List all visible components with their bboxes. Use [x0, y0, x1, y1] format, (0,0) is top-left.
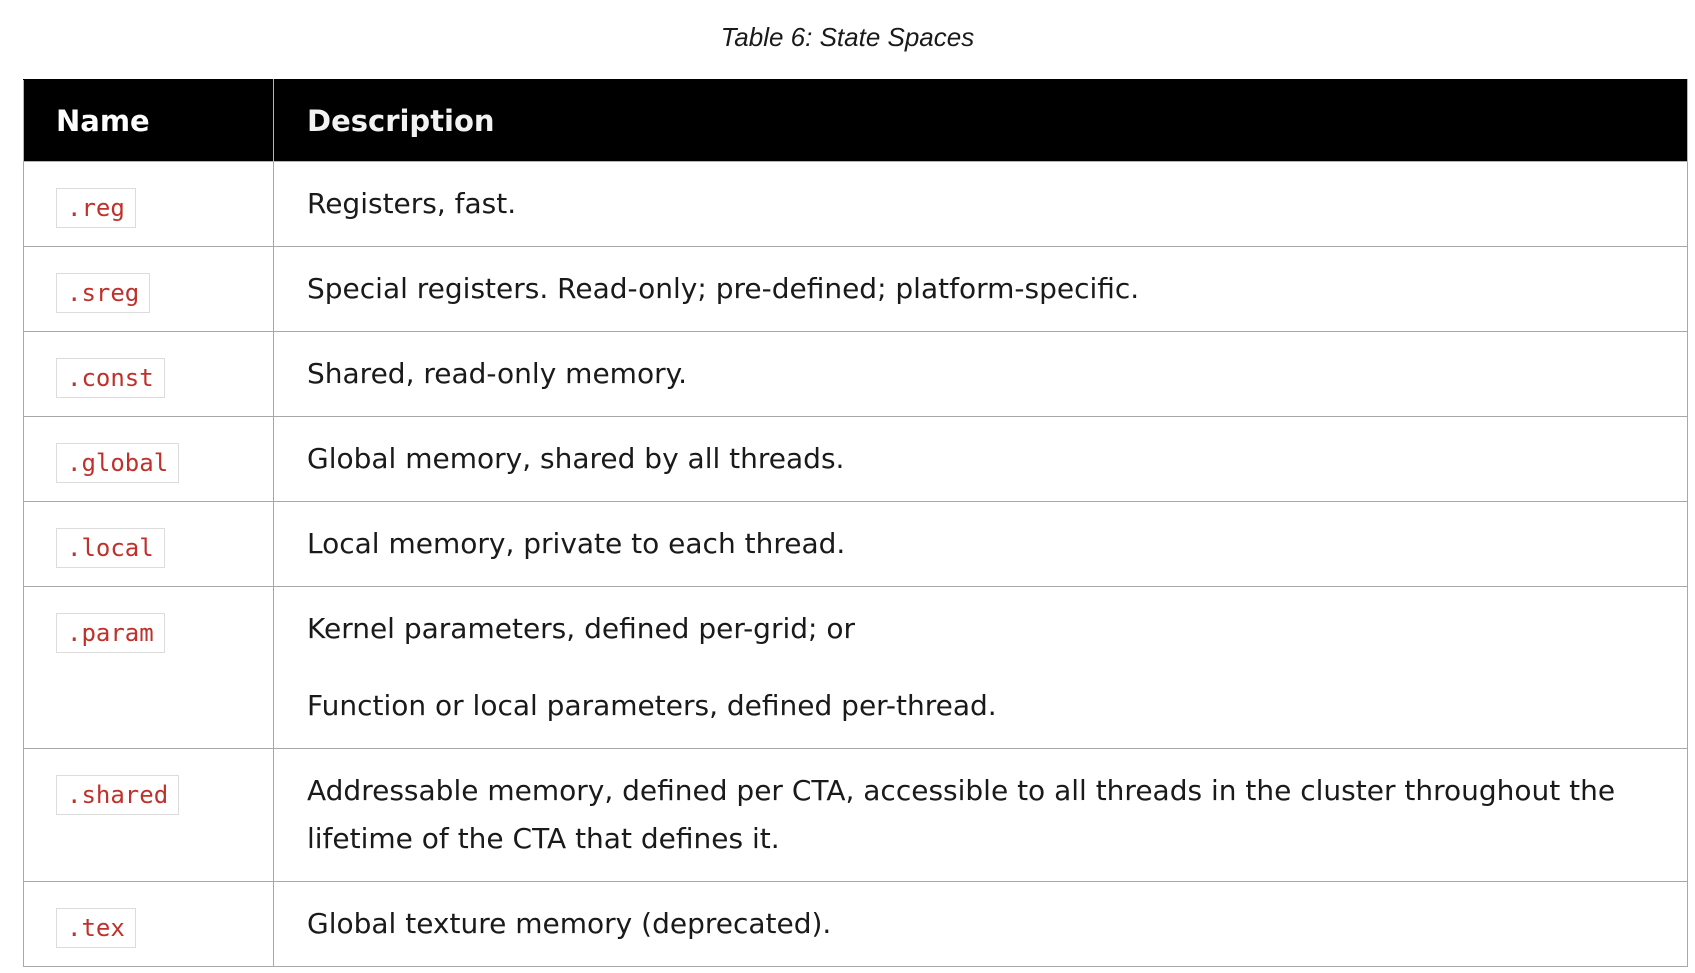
description-text: Global texture memory (deprecated). [307, 907, 832, 940]
name-cell: .shared [23, 748, 274, 882]
description-cell: Global texture memory (deprecated). [273, 881, 1688, 967]
table-header: Name Description [23, 79, 1688, 162]
table-row: .global Global memory, shared by all thre… [23, 416, 1688, 502]
description-text: Kernel parameters, defined per-grid; or [307, 612, 855, 645]
state-space-code: .shared [56, 775, 180, 815]
state-space-code: .param [56, 613, 165, 653]
table-row: .param Kernel parameters, defined per-gri… [23, 586, 1688, 749]
description-text: Registers, fast. [307, 187, 517, 220]
state-space-code: .sreg [56, 273, 151, 313]
name-cell: .reg [23, 161, 274, 247]
name-cell: .const [23, 331, 274, 417]
name-cell: .global [23, 416, 274, 502]
table-row: .shared Addressable memory, defined per C… [23, 748, 1688, 882]
state-spaces-table: Name Description .reg Registers, fast. .sr… [23, 79, 1688, 967]
description-text: Global memory, shared by all threads. [307, 442, 845, 475]
state-space-code: .reg [56, 188, 136, 228]
state-space-code: .const [56, 358, 165, 398]
description-text: Local memory, private to each thread. [307, 527, 846, 560]
header-row: Name Description [23, 79, 1688, 162]
description-text: Function or local parameters, defined pe… [307, 689, 997, 722]
description-cell: Shared, read-only memory. [273, 331, 1688, 417]
column-header-name: Name [23, 79, 274, 162]
description-text: Addressable memory, defined per CTA, acc… [307, 774, 1616, 855]
table-row: .local Local memory, private to each thre… [23, 501, 1688, 587]
name-cell: .local [23, 501, 274, 587]
table-row: .reg Registers, fast. [23, 161, 1688, 247]
description-cell: Special registers. Read-only; pre-define… [273, 246, 1688, 332]
description-text: Shared, read-only memory. [307, 357, 688, 390]
table-row: .const Shared, read-only memory. [23, 331, 1688, 417]
state-space-code: .tex [56, 908, 136, 948]
table-caption: Table 6: State Spaces [720, 22, 975, 52]
name-cell: .param [23, 586, 274, 749]
description-cell: Local memory, private to each thread. [273, 501, 1688, 587]
name-cell: .sreg [23, 246, 274, 332]
name-cell: .tex [23, 881, 274, 967]
description-cell: Addressable memory, defined per CTA, acc… [273, 748, 1688, 882]
description-cell: Registers, fast. [273, 161, 1688, 247]
description-text: Special registers. Read-only; pre-define… [307, 272, 1140, 305]
table-row: .sreg Special registers. Read-only; pre-d… [23, 246, 1688, 332]
state-space-code: .global [56, 443, 180, 483]
column-header-description: Description [273, 79, 1688, 162]
description-cell: Kernel parameters, defined per-grid; or F… [273, 586, 1688, 749]
description-cell: Global memory, shared by all threads. [273, 416, 1688, 502]
state-space-code: .local [56, 528, 165, 568]
table-body: .reg Registers, fast. .sreg Special registe… [23, 161, 1688, 967]
table-row: .tex Global texture memory (deprecated). [23, 881, 1688, 967]
